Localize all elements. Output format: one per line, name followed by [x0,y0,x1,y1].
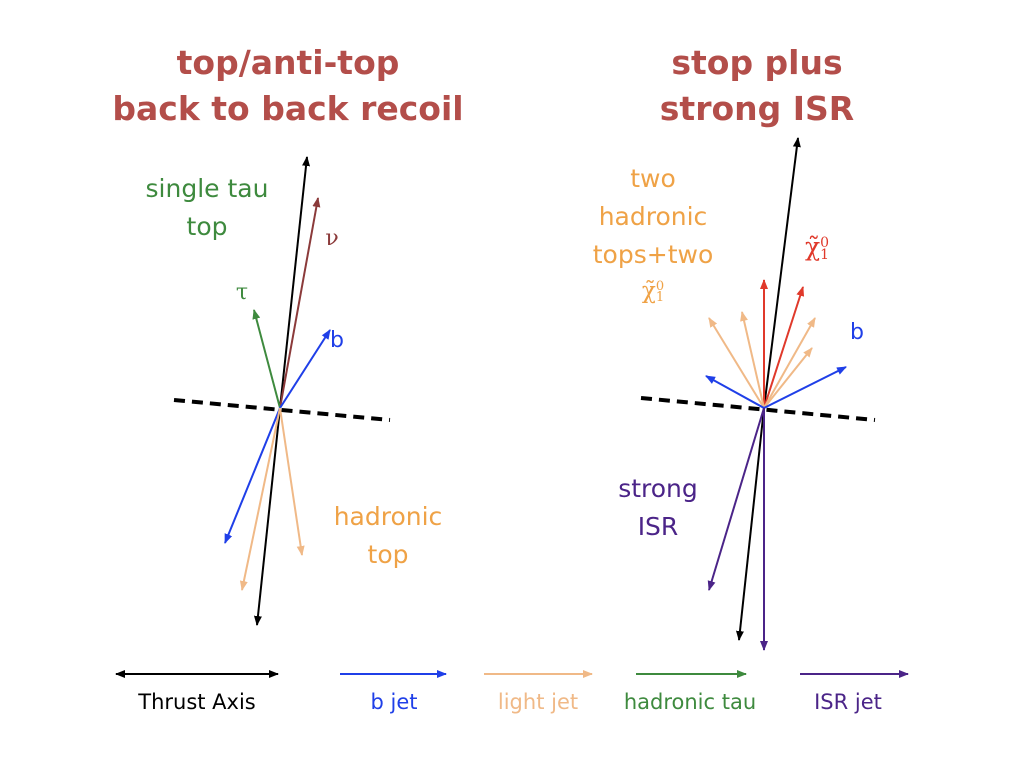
right-light-jet-4 [763,347,813,409]
left-tau-arrow [252,309,281,409]
right-thrust-down [735,407,765,641]
right-b-label: b [850,320,864,345]
legend-tau-label: hadronic tau [623,690,757,714]
tau-label: τ [235,280,249,305]
left-event [173,156,391,626]
single-tau-label-line2: top [186,212,228,241]
right-title-line2: strong ISR [659,89,855,128]
right-isr-arrow-1 [707,407,765,591]
left-thrust-down [253,407,281,626]
right-b-arrow-1 [705,375,765,409]
two-tops-label-line3: tops+two [592,240,714,269]
right-thrust-up [763,137,801,409]
left-title-line1: top/anti-top [176,43,400,82]
legend-isr-label: ISR jet [814,690,882,714]
left-title: top/anti-top back to back recoil [68,40,508,132]
right-light-jet-3 [763,317,816,409]
right-light-jet-2 [740,311,765,409]
hadronic-top-label: hadronic top [318,498,458,574]
left-b-up-arrow [279,329,331,409]
left-dashed-plane [173,398,391,422]
right-dashed-plane [640,396,876,422]
left-b-label: b [330,328,344,353]
strong-isr-label-line2: ISR [637,512,679,541]
nu-label: ν [325,226,339,251]
right-light-jet-1 [708,317,765,409]
two-tops-label-line2: hadronic [598,202,708,231]
right-chi-arrow-2 [763,286,805,409]
left-nu-arrow [279,197,321,409]
right-title: stop plus strong ISR [537,40,977,132]
strong-isr-label: strong ISR [598,470,718,546]
right-title-line1: stop plus [671,43,843,82]
left-thrust-up [279,156,311,409]
right-event [640,137,876,651]
left-b-down-arrow [224,407,281,544]
hadronic-top-label-line1: hadronic [333,502,443,531]
left-light-jet-1 [239,407,281,591]
legend-light-jet-label: light jet [497,690,579,714]
single-tau-label-line1: single tau [145,174,269,203]
left-light-jet-2 [279,407,305,556]
hadronic-top-label-line2: top [367,540,409,569]
legend-thrust-label: Thrust Axis [138,690,256,714]
two-tops-label-line1: two [630,164,676,193]
legend-b-jet-label: b jet [370,690,418,714]
right-b-arrow-2 [763,366,847,409]
strong-isr-label-line1: strong [618,474,698,503]
single-tau-label: single tau top [127,170,287,246]
left-title-line2: back to back recoil [112,89,464,128]
